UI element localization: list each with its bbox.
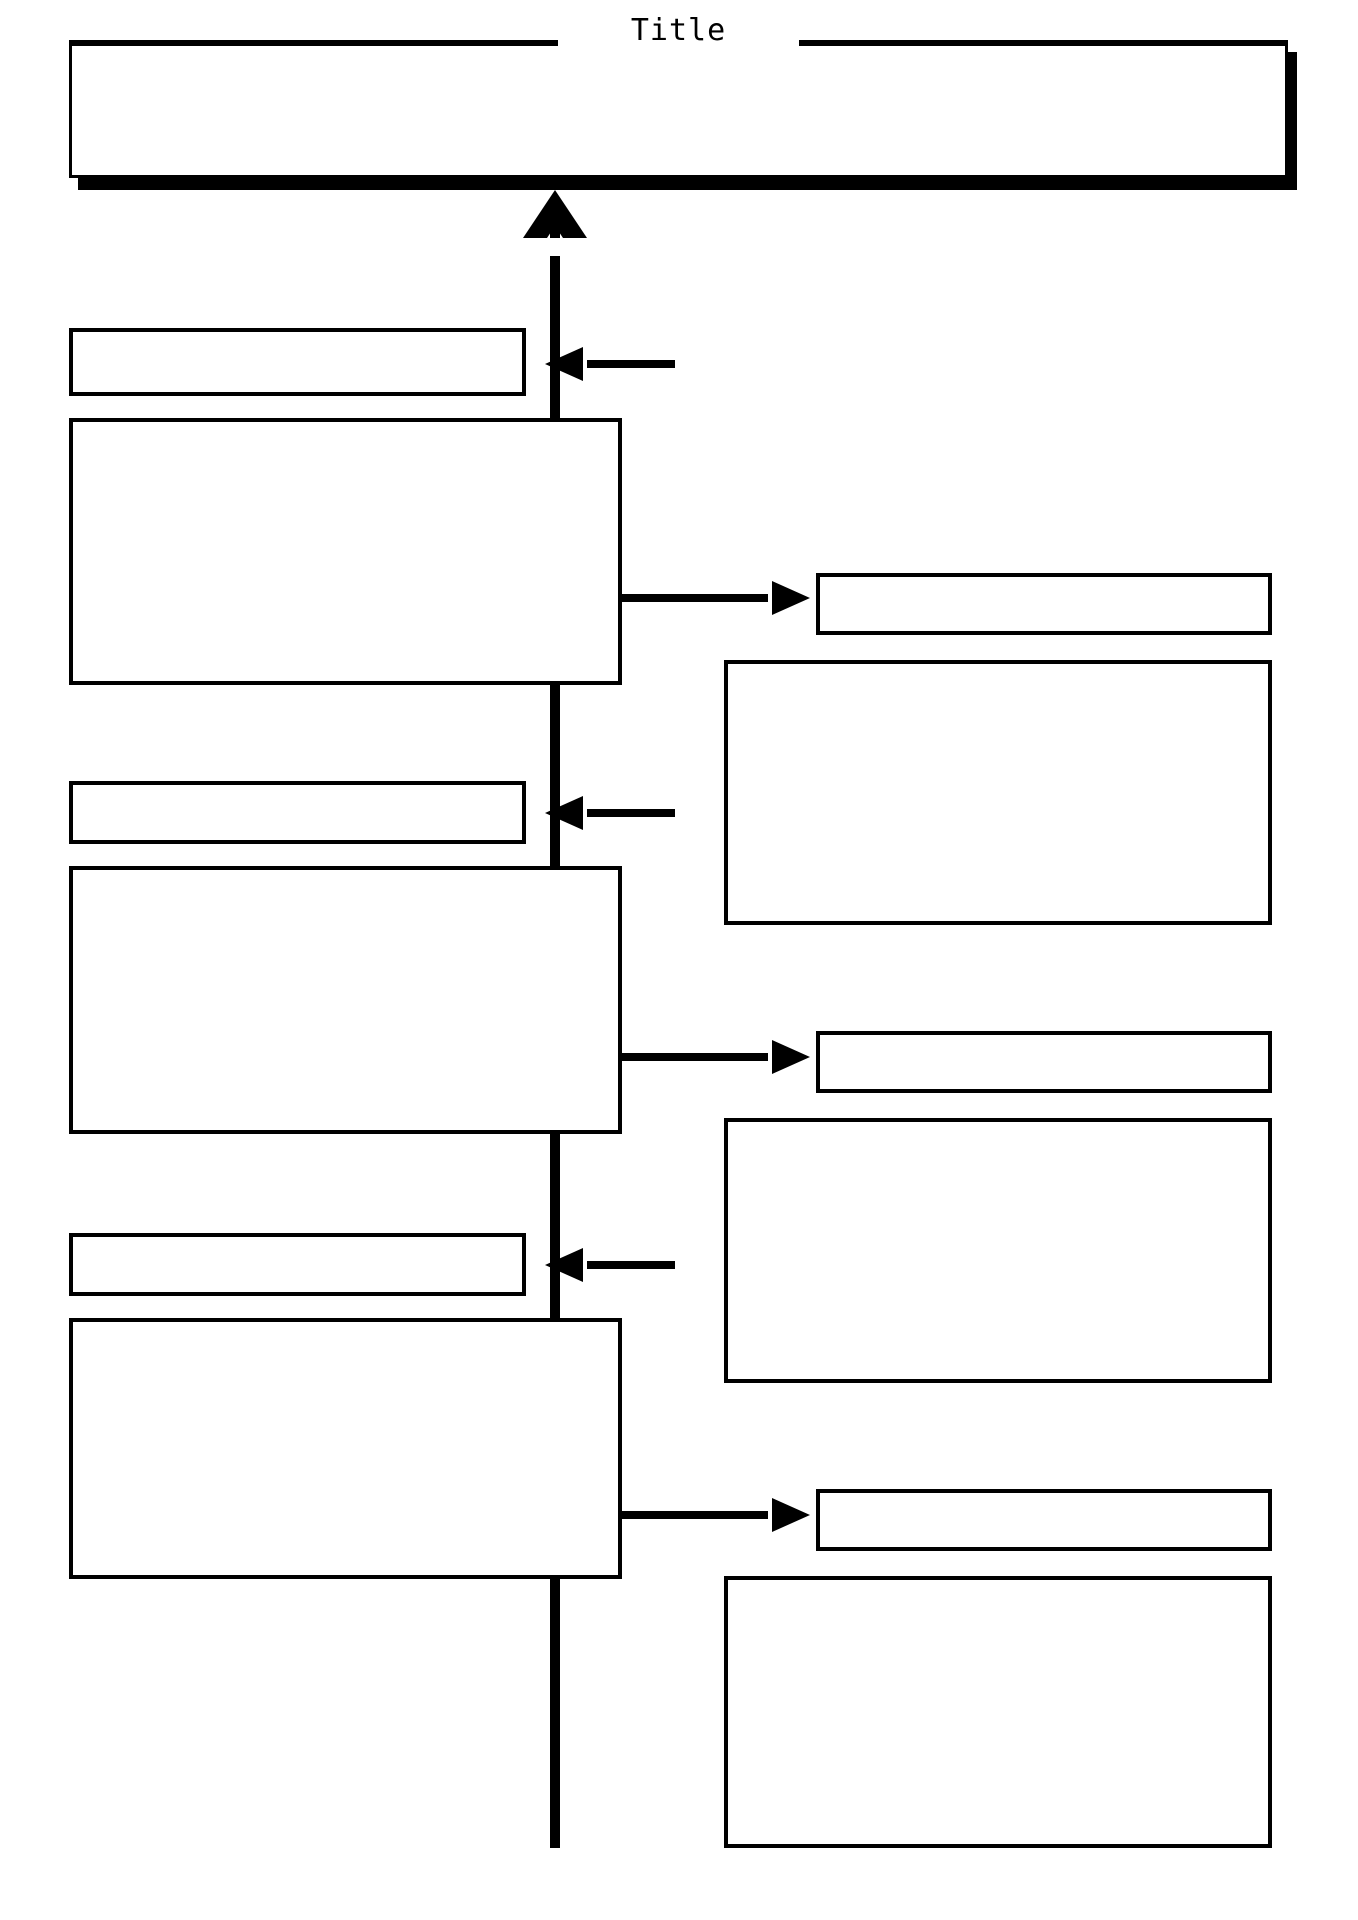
arrow-shaft: [587, 360, 675, 368]
arrow-shaft: [555, 1511, 768, 1519]
entry-label-text-4: [820, 1035, 1268, 1047]
entry-body-text-1: [73, 422, 618, 434]
entry-body-text-2: [728, 664, 1268, 676]
title-rule-right: [799, 40, 1288, 46]
entry-body-box-1[interactable]: [69, 418, 622, 685]
arrow-head: [545, 347, 583, 381]
timeline-up-arrow-cap: [550, 218, 560, 238]
arrow-shaft: [587, 1261, 675, 1269]
entry-body-box-2[interactable]: [724, 660, 1272, 925]
arrow-head: [545, 796, 583, 830]
title-rule-left: [69, 40, 558, 46]
arrow-head: [772, 1040, 810, 1074]
entry-body-text-4: [728, 1122, 1268, 1134]
entry-body-text-6: [728, 1580, 1268, 1592]
arrow-shaft: [587, 809, 675, 817]
entry-body-box-5[interactable]: [69, 1318, 622, 1579]
entry-label-box-1[interactable]: [69, 328, 526, 396]
entry-label-box-4[interactable]: [816, 1031, 1272, 1093]
entry-body-text-5: [73, 1322, 618, 1334]
entry-label-text-6: [820, 1493, 1268, 1505]
entry-label-text-3: [73, 785, 522, 797]
entry-body-box-6[interactable]: [724, 1576, 1272, 1848]
entry-body-box-4[interactable]: [724, 1118, 1272, 1383]
entry-label-text-5: [73, 1237, 522, 1249]
entry-body-text-3: [73, 870, 618, 882]
entry-label-box-3[interactable]: [69, 781, 526, 844]
arrow-head: [772, 1498, 810, 1532]
title-header: Title: [69, 16, 1297, 190]
entry-label-box-6[interactable]: [816, 1489, 1272, 1551]
entry-body-box-3[interactable]: [69, 866, 622, 1134]
page-title: Title: [630, 13, 727, 48]
arrow-shaft: [555, 594, 768, 602]
title-body-box[interactable]: [69, 40, 1288, 178]
arrow-shaft: [555, 1053, 768, 1061]
entry-label-text-1: [73, 332, 522, 344]
entry-label-box-2[interactable]: [816, 573, 1272, 635]
arrow-head: [772, 581, 810, 615]
entry-label-text-2: [820, 577, 1268, 589]
entry-label-box-5[interactable]: [69, 1233, 526, 1296]
arrow-head: [545, 1248, 583, 1282]
